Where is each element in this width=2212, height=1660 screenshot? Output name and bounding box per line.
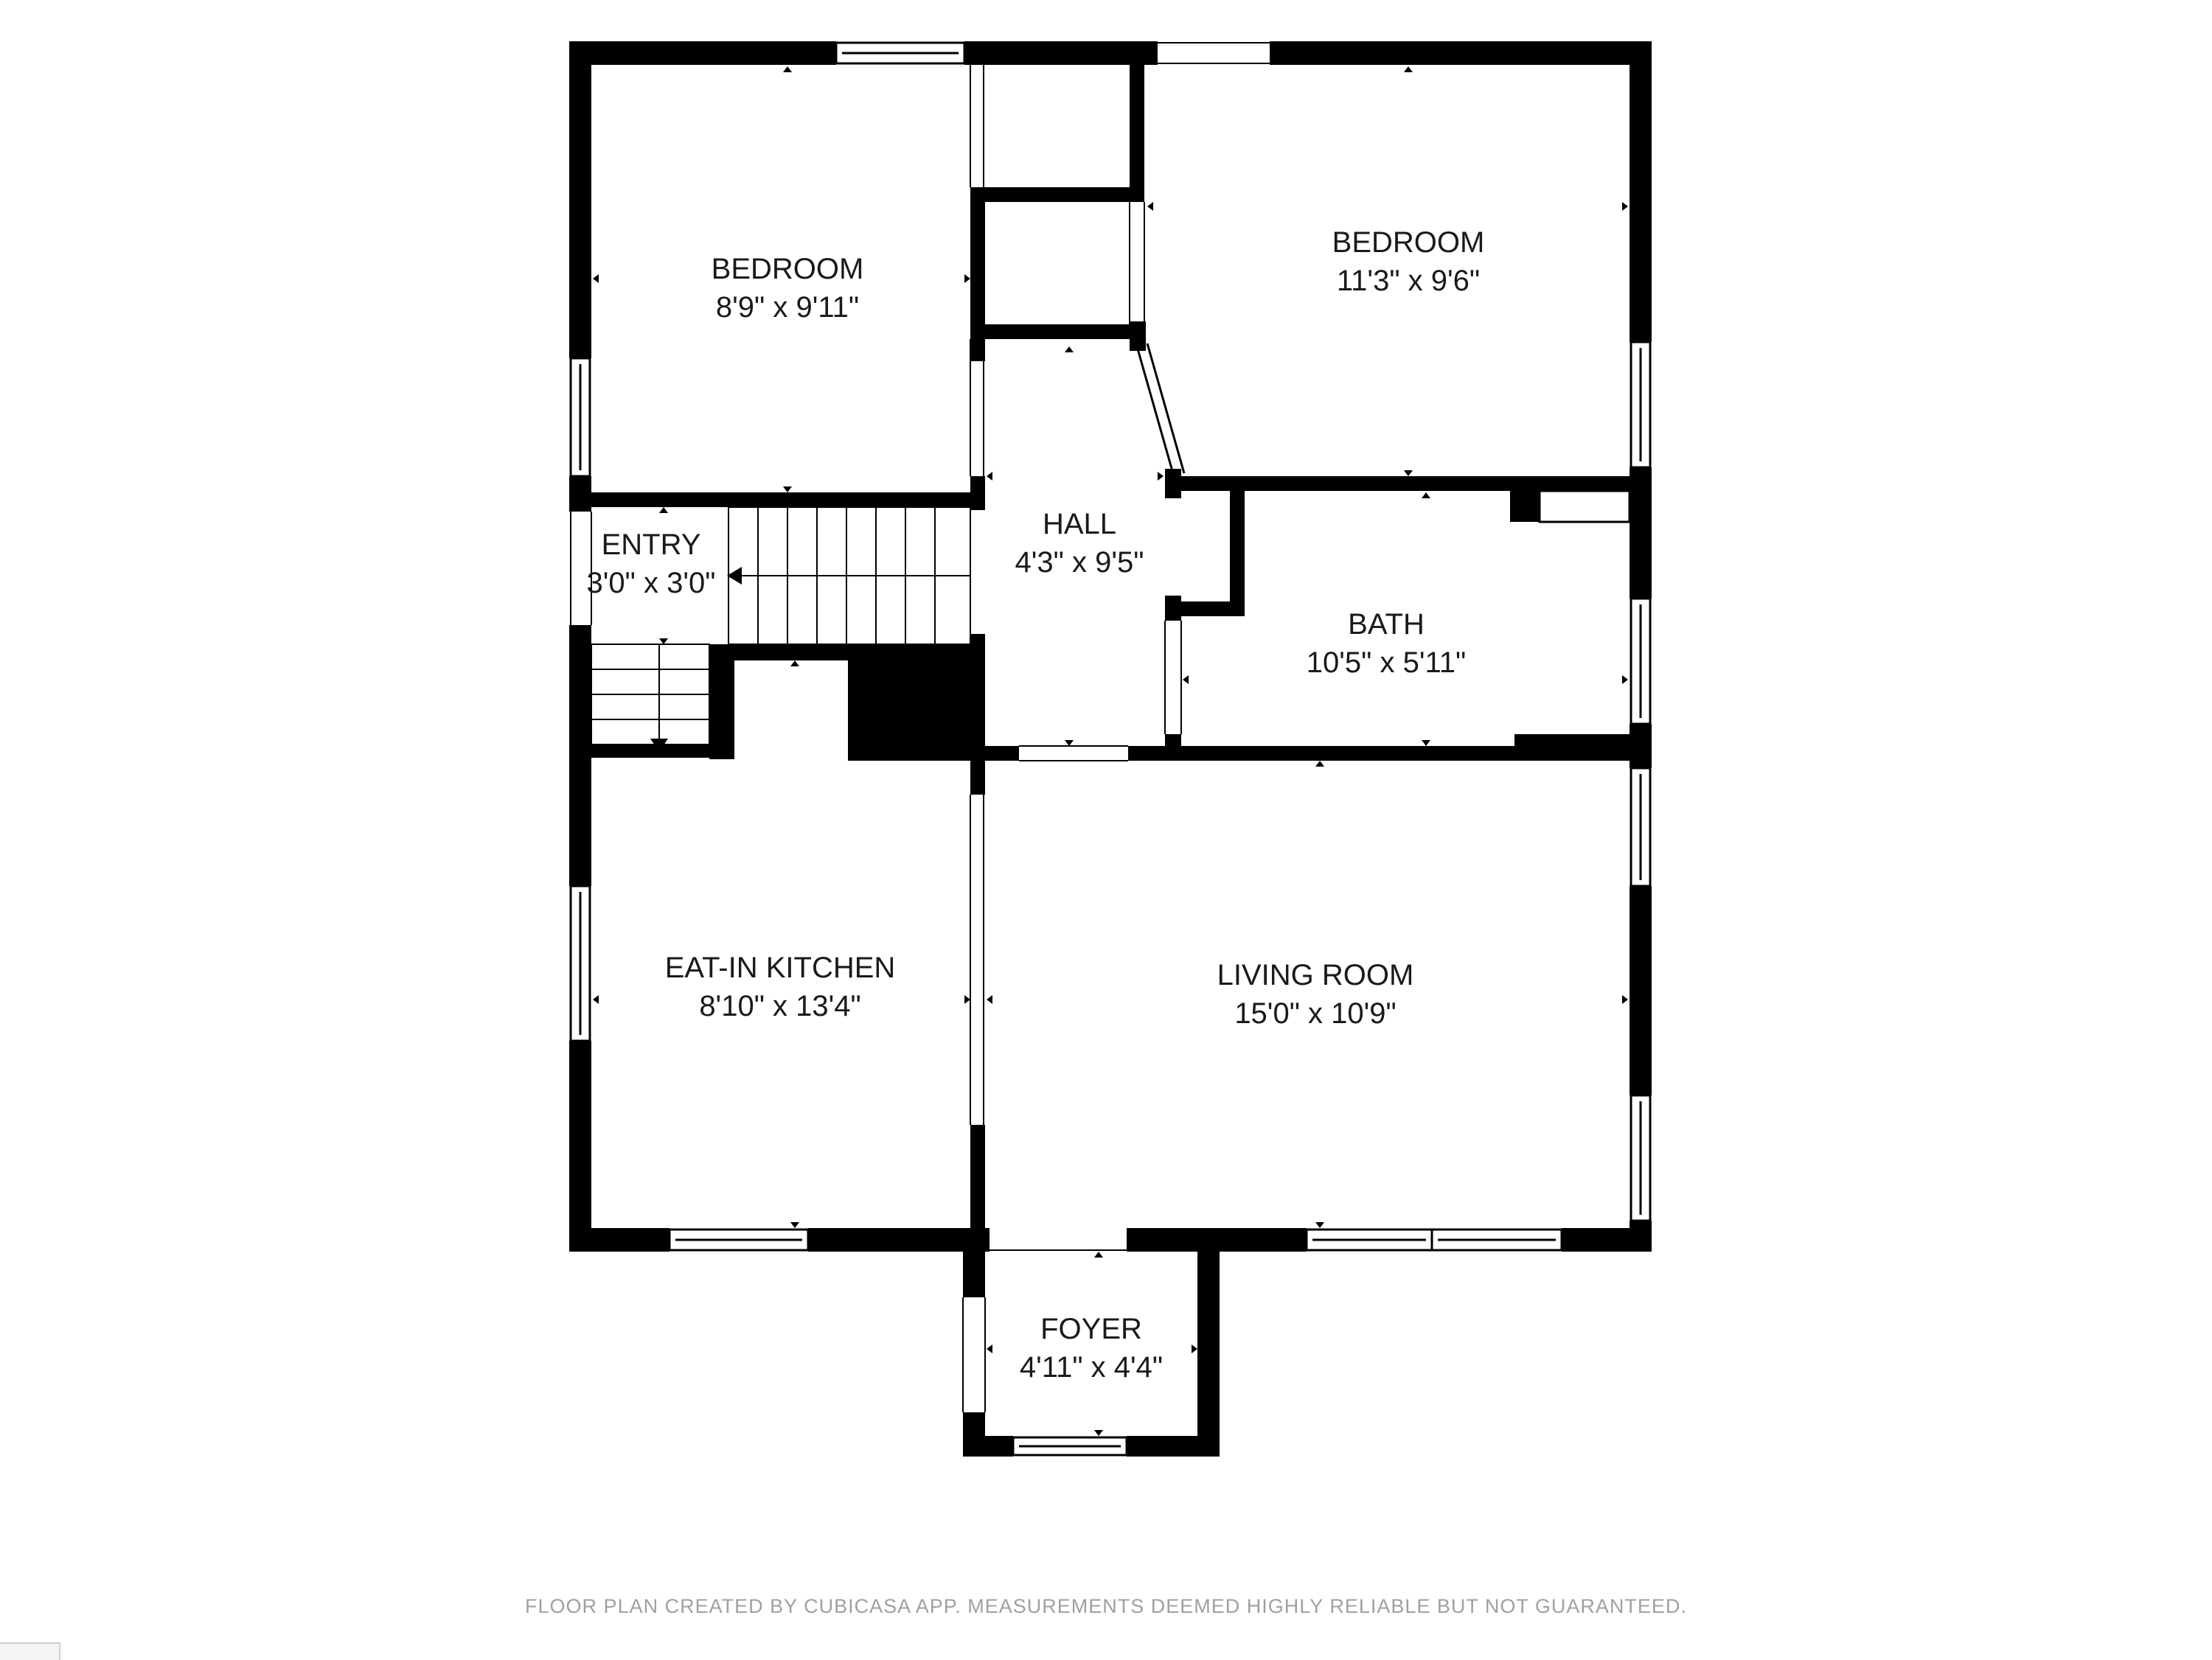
wall-right-1 [1630, 41, 1652, 342]
room-dims-bedroom-left: 8'9" x 9'11" [716, 291, 859, 324]
hall-angled-wall [1135, 343, 1186, 477]
wall-top-mid [964, 41, 1158, 65]
closet-wall-e [1130, 321, 1146, 351]
room-labels: BEDROOM 8'9" x 9'11" BEDROOM 11'3" x 9'6… [587, 226, 1485, 1384]
dimension-markers [593, 66, 1628, 1436]
bath-fixture-wall-v [1230, 487, 1245, 616]
room-name-living: LIVING ROOM [1217, 959, 1414, 991]
room-dims-entry: 3'0" x 3'0" [587, 567, 716, 599]
wall-bedroom-left-bottom [569, 492, 982, 507]
wall-stair-bottom [591, 744, 709, 758]
room-dims-foyer: 4'11" x 4'4" [1020, 1351, 1163, 1384]
room-name-bedroom-right: BEDROOM [1332, 226, 1485, 259]
wall-left-3 [569, 625, 591, 886]
room-dims-bath: 10'5" x 5'11" [1307, 646, 1466, 679]
bath-vanity-block [1510, 488, 1540, 522]
room-name-entry: ENTRY [602, 529, 701, 561]
window-bath-vanity [1538, 489, 1631, 523]
stair-arrow-up-icon [727, 567, 742, 585]
wall-bottom-1 [569, 1228, 669, 1252]
wall-bath-bottom-1 [1147, 746, 1514, 761]
windows [569, 41, 1652, 1457]
room-dims-kitchen: 8'10" x 13'4" [699, 990, 860, 1022]
wall-bottom-4 [1562, 1228, 1652, 1252]
closet-wall-a [1130, 59, 1144, 192]
stair-arrows [650, 567, 742, 752]
wall-hall-left-top [970, 476, 985, 510]
wall-top-left [569, 41, 836, 65]
stair-arrow-down-icon [650, 739, 668, 752]
room-name-bath: BATH [1348, 608, 1425, 641]
room-name-bedroom-left: BEDROOM [712, 253, 864, 285]
closet-wall-d [970, 324, 1144, 339]
wall-bath-top [1172, 476, 1652, 491]
room-dims-bedroom-right: 11'3" x 9'6" [1337, 265, 1480, 297]
room-name-foyer: FOYER [1040, 1313, 1142, 1345]
wall-right-4 [1630, 886, 1652, 1095]
chimney-block [848, 644, 985, 761]
bath-fixture-wall-h [1172, 601, 1245, 616]
room-dims-hall: 4'3" x 9'5" [1015, 546, 1144, 579]
closet-wall-c [970, 187, 985, 361]
room-name-kitchen: EAT-IN KITCHEN [665, 952, 896, 984]
wall-top-right [1270, 41, 1652, 65]
wall-bottom-2 [808, 1228, 990, 1252]
wall-hall-left-low [970, 761, 985, 795]
openings [570, 42, 1270, 1412]
wall-left-4 [569, 1041, 591, 1252]
wall-bath-left-1 [1165, 469, 1181, 498]
interior-walls [569, 59, 1652, 1252]
room-dims-living: 15'0" x 10'9" [1234, 997, 1396, 1030]
wall-hall-bottom-2 [1128, 746, 1158, 761]
wall-stair-side [709, 644, 734, 759]
wall-bath-bottom-2 [1514, 734, 1652, 761]
room-name-hall: HALL [1043, 508, 1116, 540]
staircase [591, 506, 971, 745]
foyer-wall-bottom-2 [1127, 1436, 1220, 1457]
foyer-wall-right [1197, 1228, 1220, 1457]
disclaimer-footer: FLOOR PLAN CREATED BY CUBICASA APP. MEAS… [525, 1595, 1687, 1617]
closet-wall-b [970, 187, 1144, 202]
wall-left-1 [569, 41, 591, 358]
wall-kitchen-living-low [970, 1125, 985, 1252]
corner-mark [0, 1642, 60, 1660]
foyer-wall-bottom-1 [963, 1436, 1013, 1457]
